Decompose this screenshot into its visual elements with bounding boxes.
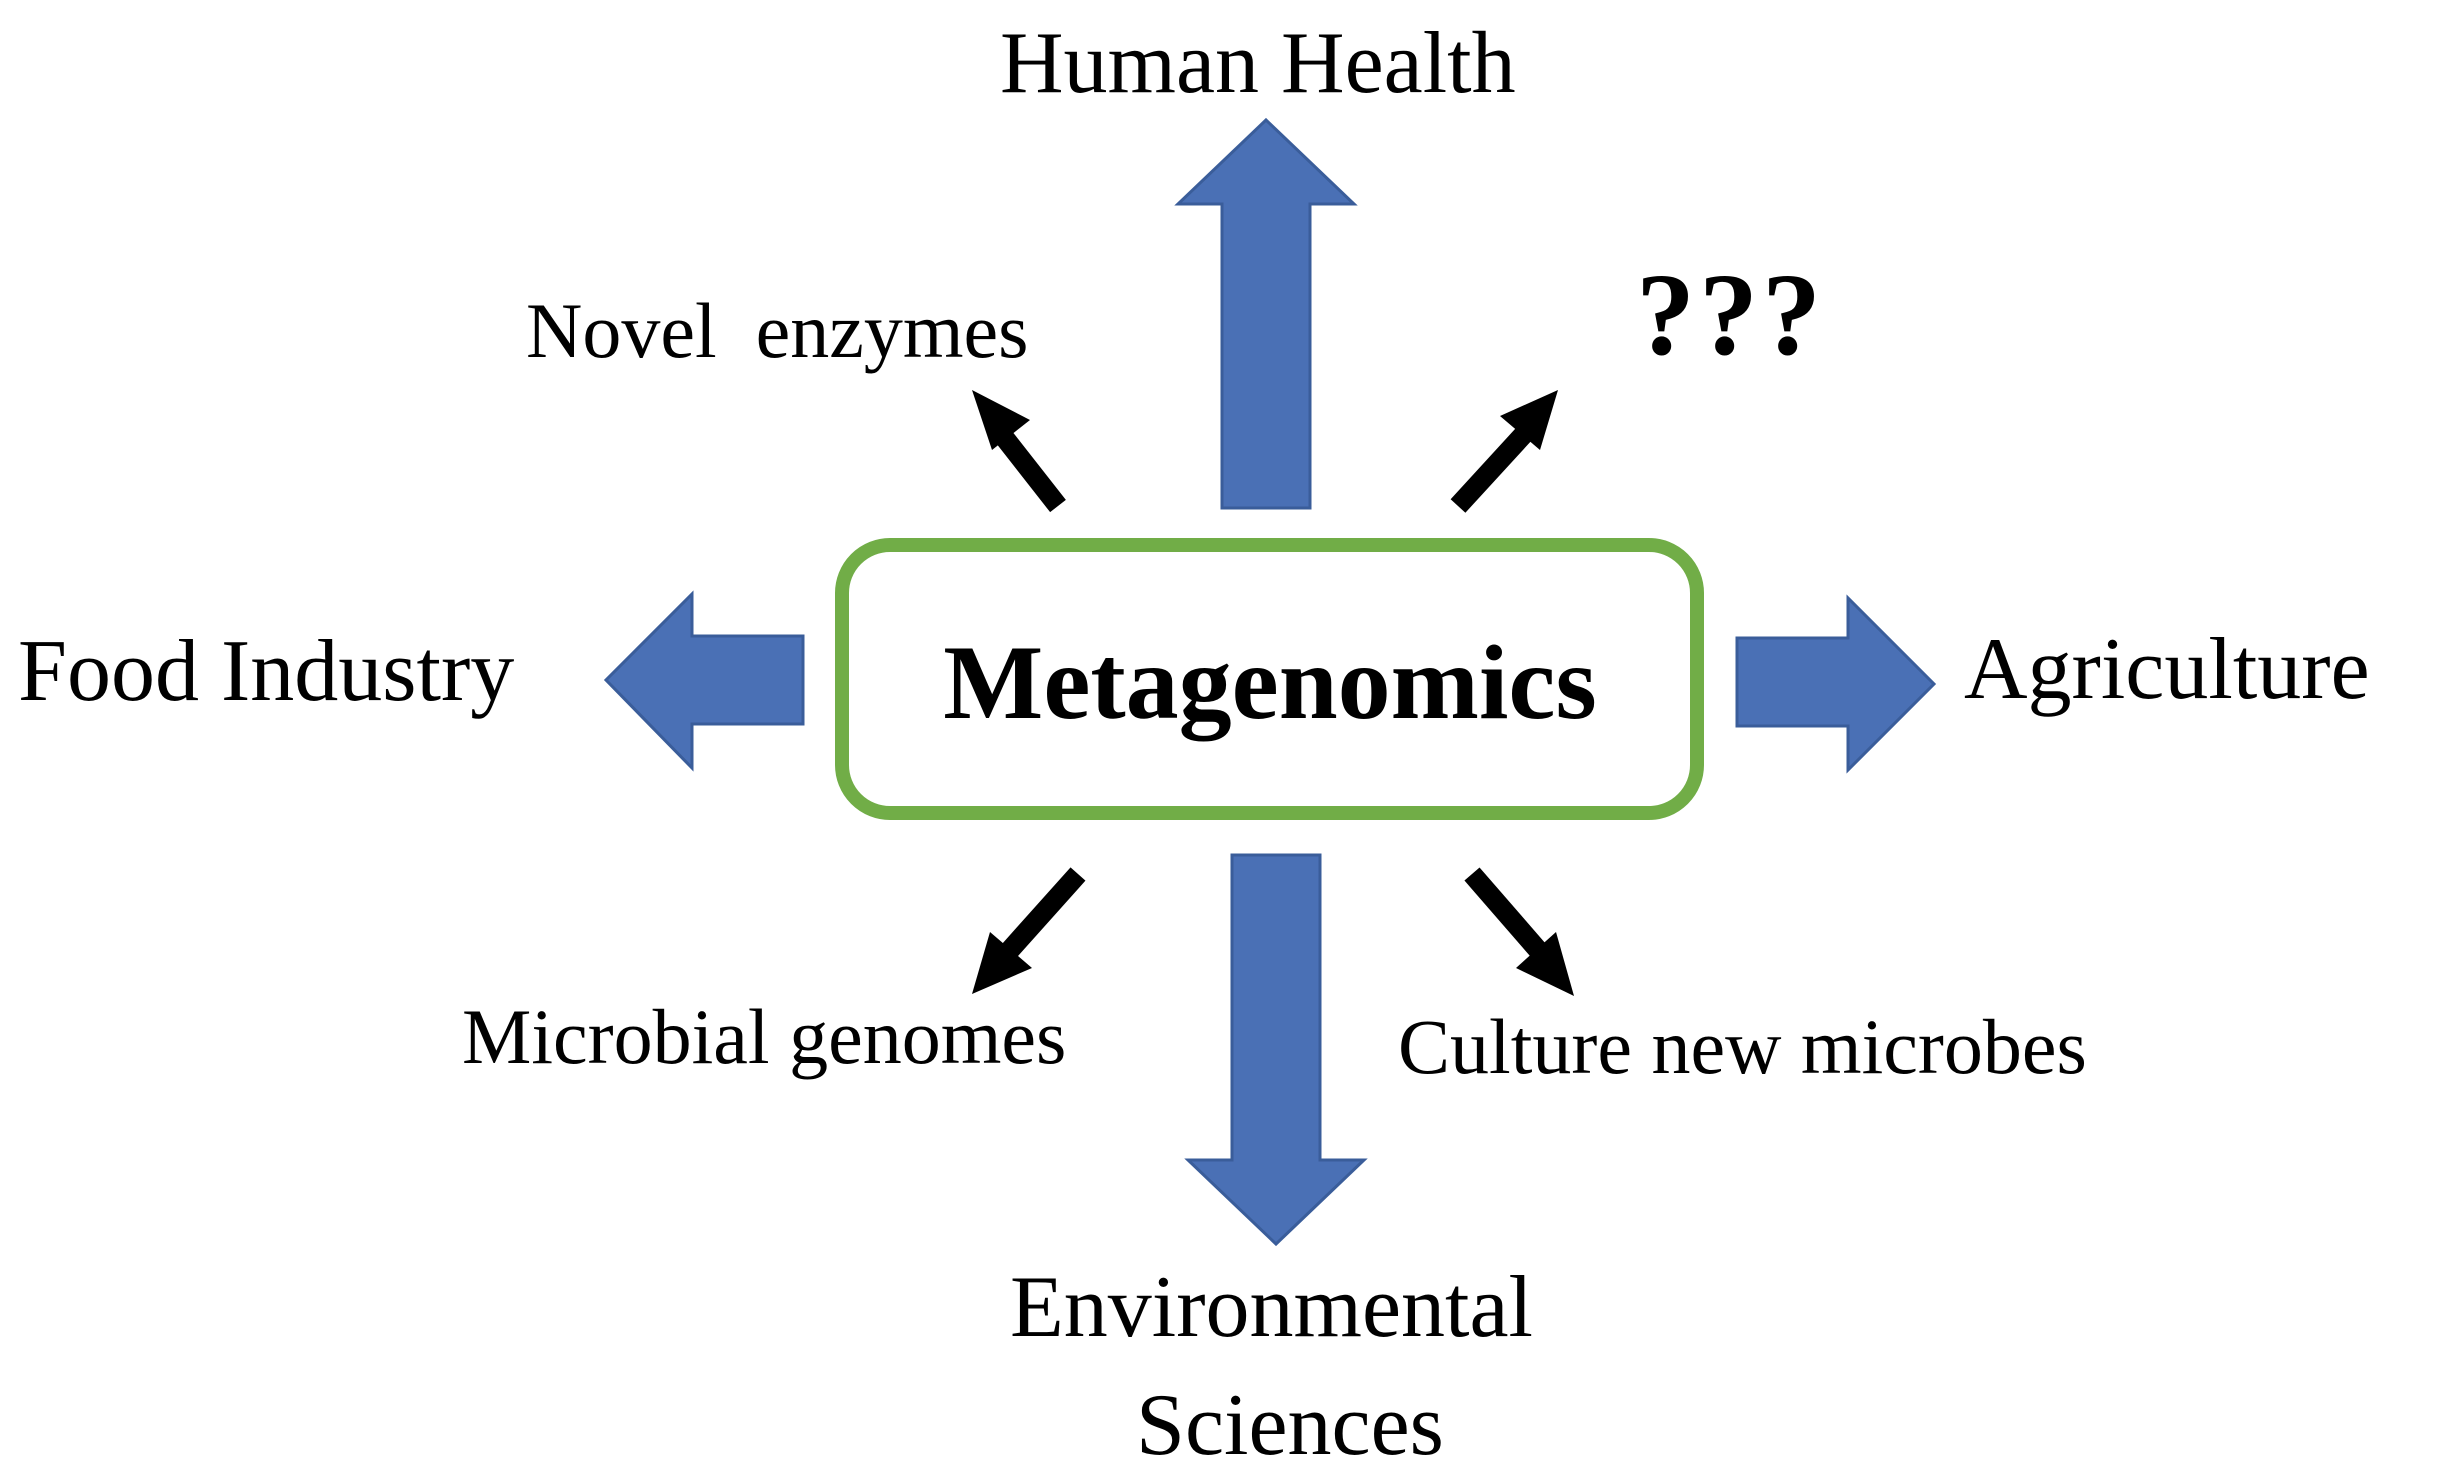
arrow-down-environmental-sciences — [1184, 853, 1368, 1247]
arrow-left-food-industry — [603, 590, 805, 772]
label-novel-enzymes: Novel enzymes — [526, 287, 1029, 374]
label-food-industry: Food Industry — [18, 623, 515, 720]
small-arrow-down-right — [1464, 867, 1546, 957]
label-unknown-outcomes: ??? — [1636, 249, 1825, 380]
small-arrow-up-right-head — [1500, 390, 1558, 450]
center-label: Metagenomics — [943, 624, 1597, 741]
label-culture-new-microbes: Culture new microbes — [1398, 1003, 2087, 1090]
label-microbial-genomes: Microbial genomes — [462, 993, 1067, 1080]
arrow-right-agriculture — [1735, 594, 1937, 774]
label-agriculture: Agriculture — [1964, 621, 2370, 718]
center-box — [835, 538, 1704, 820]
small-arrow-up-left — [992, 425, 1066, 513]
small-arrow-up-right — [1450, 427, 1532, 513]
small-arrow-down-left-head — [972, 932, 1032, 994]
label-human-health: Human Health — [1000, 15, 1516, 112]
small-arrow-down-left — [1002, 867, 1086, 957]
label-sciences: Sciences — [1136, 1377, 1444, 1474]
label-environmental: Environmental — [1010, 1259, 1533, 1356]
small-arrow-up-left-head — [972, 390, 1030, 450]
small-arrow-down-right-head — [1516, 932, 1574, 996]
arrow-up-human-health — [1174, 117, 1358, 510]
small-arrows — [972, 390, 1574, 996]
